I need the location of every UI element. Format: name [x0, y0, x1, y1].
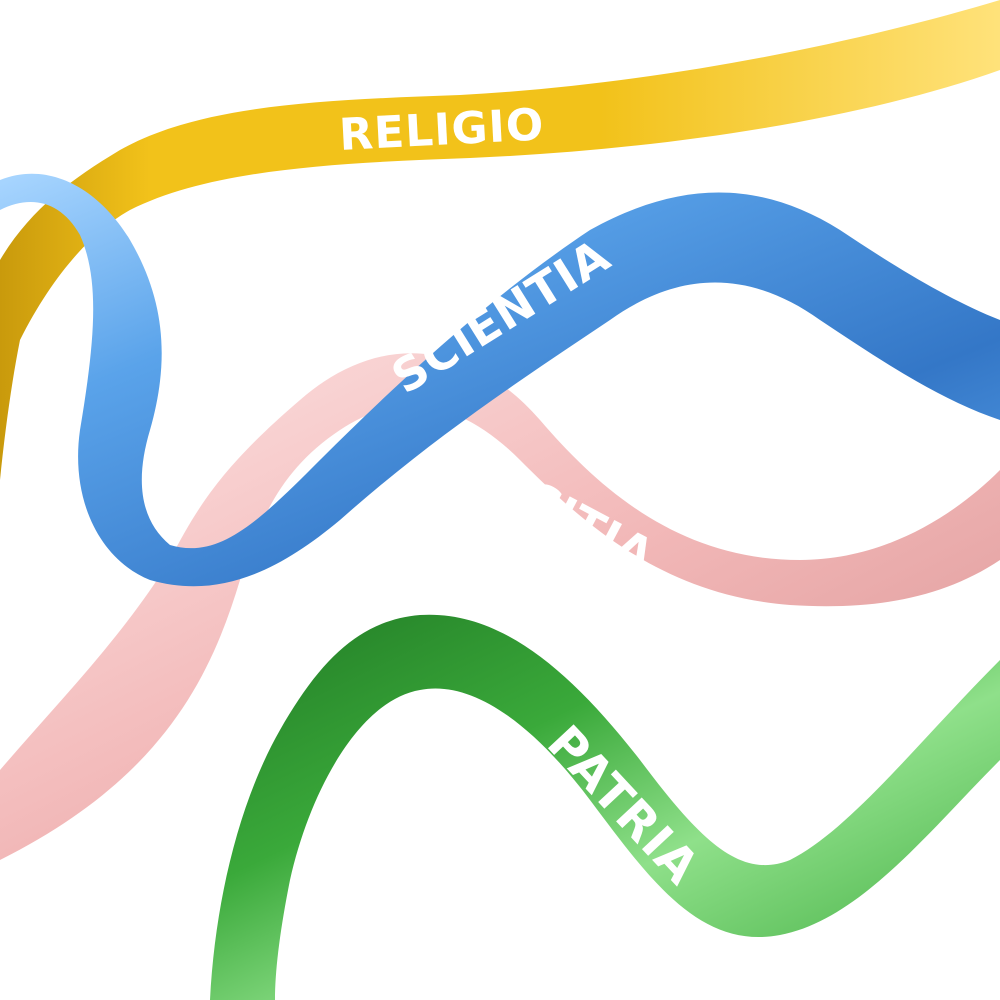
ribbon-scientia-body	[0, 173, 1000, 587]
ribbon-religio-label: RELIGIO	[338, 99, 546, 161]
ribbon-patria: PATRIA	[210, 614, 1000, 1000]
ribbon-scientia: SCIENTIA	[0, 173, 1000, 587]
ribbon-amicitia-body	[0, 353, 1000, 860]
ribbon-religio: RELIGIO	[0, 0, 1000, 480]
ribbon-religio-body	[0, 0, 1000, 480]
ribbon-patria-body	[210, 614, 1000, 1000]
